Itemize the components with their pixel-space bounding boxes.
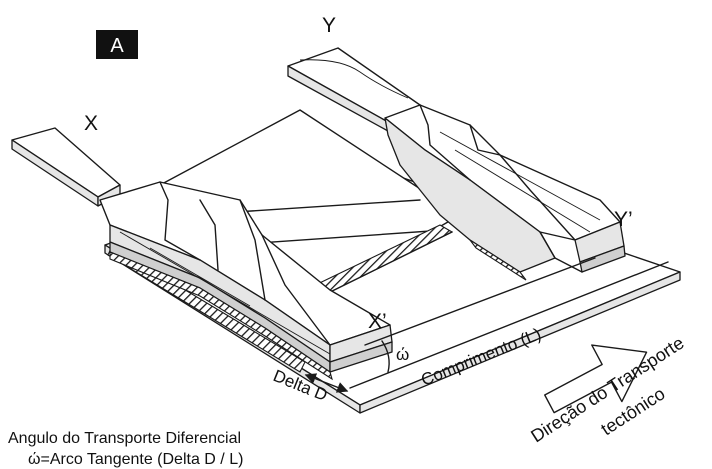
caption-line2: ώ=Arco Tangente (Delta D / L) [28, 451, 243, 468]
length-baseline [349, 261, 669, 389]
label-x-prime: X’ [368, 310, 387, 333]
label-omega: ώ [396, 345, 409, 364]
omega-angle-arc [381, 340, 390, 373]
x-arm [11, 127, 121, 207]
right-thrust-block [384, 104, 626, 281]
caption-line1: Angulo do Transporte Diferencial [8, 430, 241, 447]
left-thrust-block [99, 181, 393, 381]
delta-d-arrow [304, 373, 349, 393]
label-y: Y [322, 14, 336, 37]
panel-badge: A [96, 30, 138, 59]
x-prime-to-y-prime-line [364, 257, 596, 346]
panel-badge-label: A [110, 35, 124, 57]
direction-arrow [544, 344, 648, 414]
label-y-prime: Y’ [614, 208, 633, 231]
measurement-lines [304, 257, 669, 393]
label-x: X [84, 112, 98, 135]
